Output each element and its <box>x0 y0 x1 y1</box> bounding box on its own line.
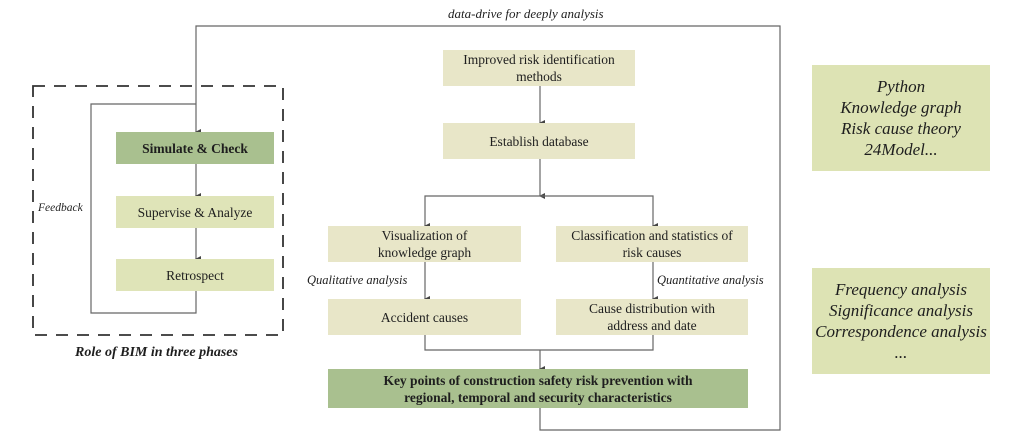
analysis-line: Correspondence analysis <box>815 322 987 341</box>
bim-caption: Role of BIM in three phases <box>75 345 238 360</box>
analysis-line: Frequency analysis <box>834 280 968 299</box>
data-drive-loop-line <box>195 25 781 431</box>
arrow-branch-right <box>540 195 658 229</box>
retrospect-box: Retrospect <box>116 259 274 291</box>
cause-distribution-box: Cause distribution with address and date <box>556 299 748 335</box>
key-points-box: Key points of construction safety risk p… <box>328 369 748 408</box>
supervise-analyze-box: Supervise & Analyze <box>116 196 274 228</box>
improved-methods-box: Improved risk identification methods <box>443 50 635 86</box>
qualitative-label: Qualitative analysis <box>307 273 408 287</box>
classification-box: Classification and statistics of risk ca… <box>556 226 748 262</box>
analysis-line: ... <box>894 343 908 362</box>
simulate-check-box: Simulate & Check <box>116 132 274 164</box>
feedback-loop-line <box>90 103 197 314</box>
merge-line <box>424 335 654 351</box>
tools-side-box: Python Knowledge graph Risk cause theory… <box>812 65 990 171</box>
analysis-line: Significance analysis <box>828 301 973 320</box>
analysis-side-box: Frequency analysis Significance analysis… <box>812 268 990 374</box>
tools-line: Risk cause theory <box>841 119 961 138</box>
establish-database-box: Establish database <box>443 123 635 159</box>
tools-line: Knowledge graph <box>840 98 962 117</box>
visualization-box: Visualization of knowledge graph <box>328 226 521 262</box>
feedback-label: Feedback <box>38 202 83 214</box>
quantitative-label: Quantitative analysis <box>657 273 764 287</box>
arrow-branch-left <box>424 195 540 229</box>
accident-causes-box: Accident causes <box>328 299 521 335</box>
tools-line: Python <box>876 77 926 96</box>
data-drive-label: data-drive for deeply analysis <box>448 6 604 21</box>
tools-line: 24Model... <box>864 140 938 159</box>
